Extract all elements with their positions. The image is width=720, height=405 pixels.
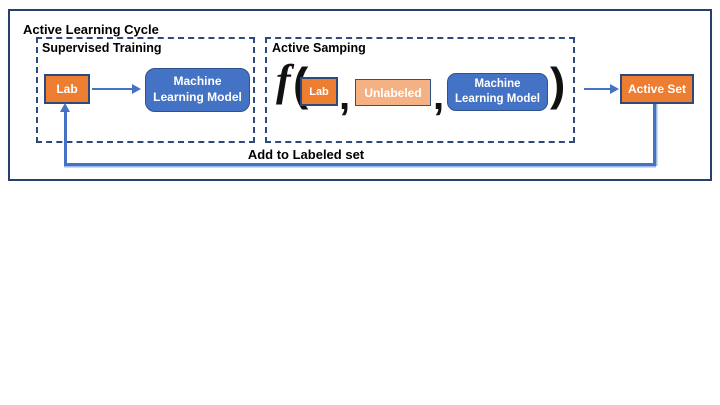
arrowhead-right-icon xyxy=(132,84,141,94)
active-sampling-title: Active Samping xyxy=(272,41,366,55)
feedback-line-left xyxy=(64,111,67,166)
active-set-box: Active Set xyxy=(620,74,694,104)
function-symbol: f xyxy=(276,56,291,105)
unlabeled-data-box: Unlabeled xyxy=(355,79,431,106)
arrowhead-up-icon xyxy=(60,103,70,112)
feedback-line-bottom xyxy=(64,163,656,166)
active-sampling-group xyxy=(265,37,575,143)
labeled-data-arg-label: Lab xyxy=(309,85,329,98)
lab-to-model-connector xyxy=(92,88,132,90)
labeled-data-box-arg: Lab xyxy=(300,77,338,106)
ml-model-box-supervised: Machine Learning Model xyxy=(145,68,250,112)
labeled-data-box: Lab xyxy=(44,74,90,104)
close-paren: ) xyxy=(550,58,566,110)
supervised-training-group xyxy=(36,37,255,143)
ml-model-label: Machine Learning Model xyxy=(153,74,242,104)
active-set-label: Active Set xyxy=(627,82,687,96)
comma-separator: , xyxy=(433,74,445,118)
feedback-label: Add to Labeled set xyxy=(247,147,365,162)
unlabeled-data-label: Unlabeled xyxy=(364,85,422,100)
ml-model-arg-label: Machine Learning Model xyxy=(455,78,540,105)
feedback-line-right xyxy=(653,104,656,166)
sampling-to-activeset-connector xyxy=(584,88,610,90)
labeled-data-label: Lab xyxy=(56,82,78,96)
diagram-title: Active Learning Cycle xyxy=(23,22,159,37)
ml-model-box-arg: Machine Learning Model xyxy=(447,73,548,111)
comma-separator: , xyxy=(339,74,351,118)
supervised-training-title: Supervised Training xyxy=(42,41,162,55)
arrowhead-right-icon xyxy=(610,84,619,94)
